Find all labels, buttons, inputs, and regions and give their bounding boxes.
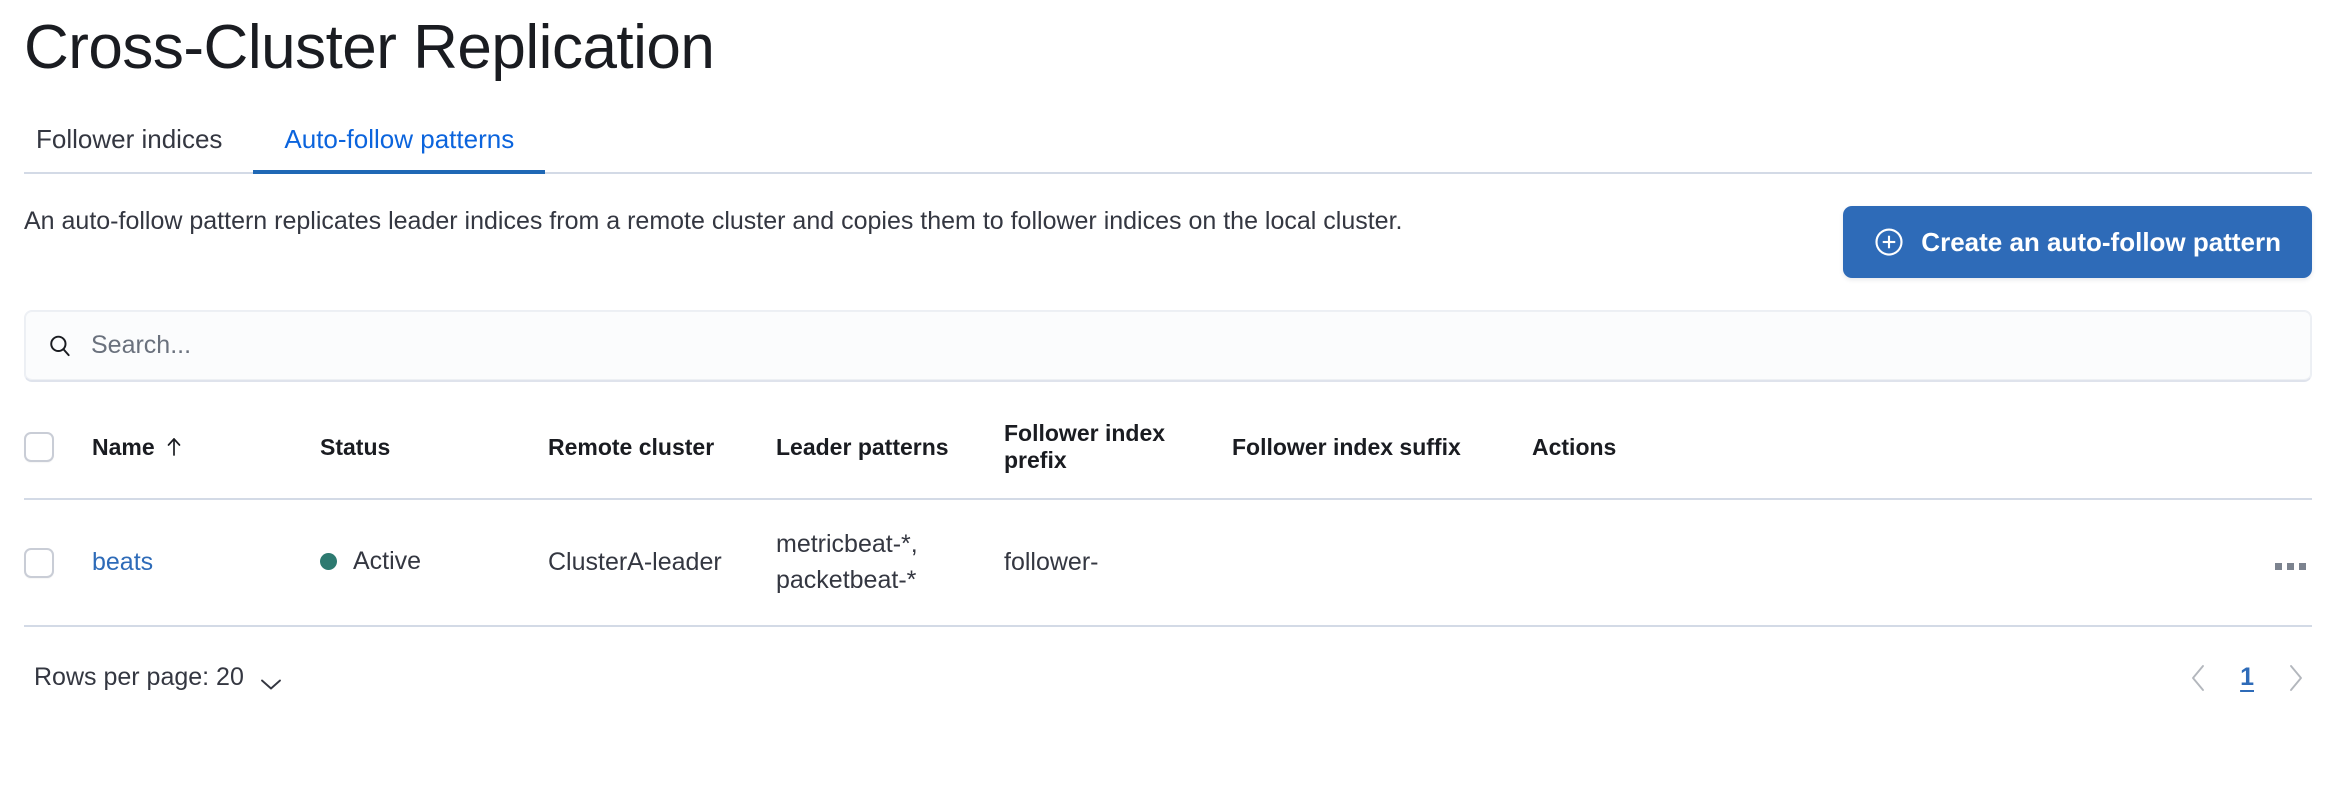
cell-name: beats bbox=[92, 499, 320, 627]
chevron-right-icon[interactable] bbox=[2282, 661, 2308, 695]
cell-leader-patterns: metricbeat-*, packetbeat-* bbox=[776, 499, 1004, 627]
page-number-1[interactable]: 1 bbox=[2240, 663, 2254, 692]
search-input[interactable] bbox=[91, 311, 2289, 381]
status-label: Active bbox=[353, 547, 422, 576]
cell-status: Active bbox=[320, 499, 548, 627]
pagination: 1 bbox=[2186, 661, 2308, 695]
cell-follower-index-suffix bbox=[1232, 499, 1532, 627]
table-footer: Rows per page: 20 1 bbox=[24, 661, 2312, 695]
chevron-down-icon bbox=[258, 670, 284, 690]
chevron-left-icon[interactable] bbox=[2186, 661, 2212, 695]
page-description: An auto-follow pattern replicates leader… bbox=[24, 207, 1403, 236]
table-header-row: Name Status Remote cluster Leader patter… bbox=[24, 408, 2312, 501]
page-title: Cross-Cluster Replication bbox=[24, 13, 715, 82]
tab-auto-follow-patterns[interactable]: Auto-follow patterns bbox=[253, 126, 546, 175]
plus-in-circle-icon bbox=[1874, 227, 1904, 257]
column-header-follower-index-suffix: Follower index suffix bbox=[1232, 408, 1532, 501]
leader-pattern-line-1: metricbeat-*, bbox=[776, 530, 918, 559]
search-bar[interactable] bbox=[24, 310, 2312, 383]
table-row: beats Active ClusterA-leader metricbeat-… bbox=[24, 499, 2312, 627]
row-select-cell bbox=[24, 499, 92, 627]
column-header-name-label: Name bbox=[92, 433, 155, 460]
create-auto-follow-pattern-button[interactable]: Create an auto-follow pattern bbox=[1843, 206, 2312, 279]
status-dot-icon bbox=[320, 553, 337, 571]
column-header-leader-patterns: Leader patterns bbox=[776, 408, 1004, 501]
select-all-checkbox[interactable] bbox=[24, 432, 54, 463]
column-header-name[interactable]: Name bbox=[92, 408, 320, 501]
column-header-follower-index-prefix: Follower index prefix bbox=[1004, 408, 1232, 501]
cell-follower-index-prefix: follower- bbox=[1004, 499, 1232, 627]
select-all-header bbox=[24, 408, 92, 501]
search-icon bbox=[47, 333, 73, 359]
cell-remote-cluster: ClusterA-leader bbox=[548, 499, 776, 627]
auto-follow-patterns-table: Name Status Remote cluster Leader patter… bbox=[24, 408, 2312, 627]
rows-per-page-selector[interactable]: Rows per page: 20 bbox=[34, 663, 284, 692]
column-header-actions: Actions bbox=[1532, 408, 2312, 501]
description-row: An auto-follow pattern replicates leader… bbox=[24, 204, 2312, 279]
rows-per-page-label: Rows per page: 20 bbox=[34, 663, 244, 692]
column-header-status: Status bbox=[320, 408, 548, 501]
cell-actions bbox=[1532, 499, 2312, 627]
table-head: Name Status Remote cluster Leader patter… bbox=[24, 408, 2312, 501]
sort-ascending-icon bbox=[164, 436, 184, 458]
tab-follower-indices[interactable]: Follower indices bbox=[24, 126, 253, 172]
create-button-label: Create an auto-follow pattern bbox=[1921, 226, 2281, 257]
column-header-remote-cluster: Remote cluster bbox=[548, 408, 776, 501]
leader-pattern-line-2: packetbeat-* bbox=[776, 566, 917, 595]
tab-bar: Follower indices Auto-follow patterns bbox=[24, 108, 2312, 175]
auto-follow-pattern-link[interactable]: beats bbox=[92, 547, 154, 576]
table-body: beats Active ClusterA-leader metricbeat-… bbox=[24, 499, 2312, 627]
row-select-checkbox[interactable] bbox=[24, 547, 54, 578]
more-horizontal-icon[interactable] bbox=[2269, 557, 2312, 576]
